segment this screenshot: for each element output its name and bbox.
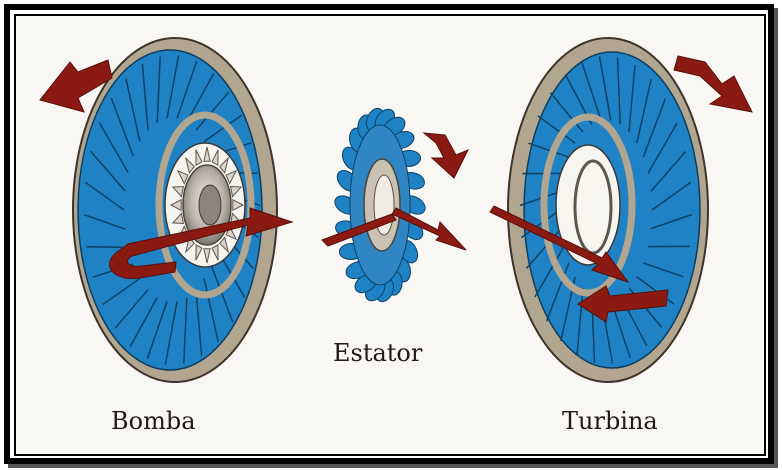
stator-wheel-icon bbox=[332, 106, 429, 305]
blade-line bbox=[87, 247, 129, 248]
pump-label: Bomba bbox=[111, 407, 196, 435]
pump-wheel-icon bbox=[73, 38, 277, 382]
turbine-label: Turbina bbox=[562, 407, 658, 435]
curved-arrow-icon bbox=[424, 133, 468, 178]
turbine-wheel-icon bbox=[508, 38, 708, 382]
stator-label: Estator bbox=[333, 339, 422, 367]
